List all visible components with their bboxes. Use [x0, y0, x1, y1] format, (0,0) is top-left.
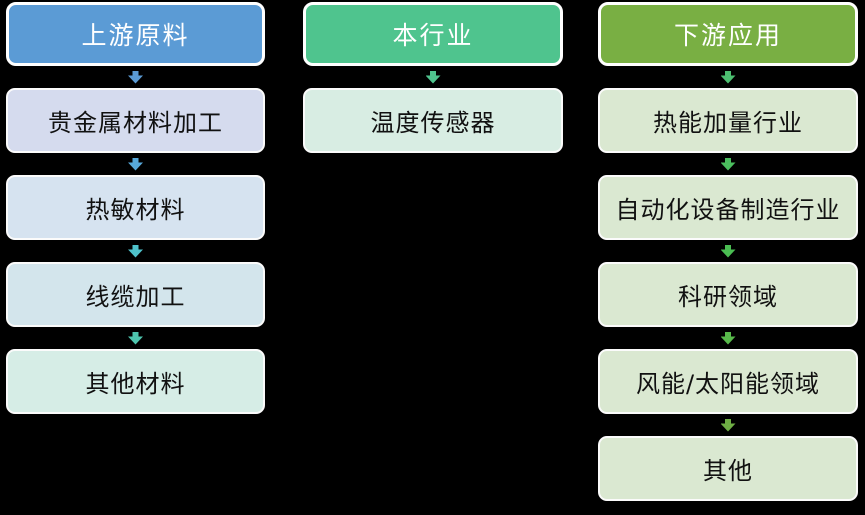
down-arrow-icon	[128, 70, 143, 84]
arrow-gap	[598, 240, 858, 262]
down-arrow-icon	[128, 244, 143, 258]
upstream-item-4-label: 其他材料	[85, 370, 186, 398]
column-industry: 本行业 温度传感器	[303, 2, 563, 153]
arrow-gap	[598, 66, 858, 88]
down-arrow-icon	[128, 157, 143, 171]
upstream-item-3-label: 线缆加工	[85, 283, 186, 311]
upstream-item-2-label: 热敏材料	[85, 196, 186, 224]
down-arrow-icon	[720, 157, 736, 171]
upstream-item-1-label: 贵金属材料加工	[48, 109, 223, 137]
upstream-item-4: 其他材料	[6, 349, 265, 414]
down-arrow-icon	[720, 331, 736, 345]
downstream-item-5: 其他	[598, 436, 858, 501]
upstream-item-2: 热敏材料	[6, 175, 265, 240]
downstream-item-1-label: 热能加量行业	[653, 109, 803, 137]
down-arrow-icon	[425, 70, 441, 84]
column-downstream: 下游应用 热能加量行业 自动化设备制造行业 科研领域 风能/太阳能领域	[598, 2, 858, 501]
down-arrow-icon	[128, 331, 143, 345]
down-arrow-icon	[720, 244, 736, 258]
arrow-gap	[598, 153, 858, 175]
arrow-gap	[598, 327, 858, 349]
down-arrow-icon	[720, 418, 736, 432]
downstream-item-2-label: 自动化设备制造行业	[615, 196, 841, 224]
downstream-item-2: 自动化设备制造行业	[598, 175, 858, 240]
downstream-header-label: 下游应用	[673, 21, 782, 50]
downstream-item-3: 科研领域	[598, 262, 858, 327]
downstream-item-1: 热能加量行业	[598, 88, 858, 153]
industry-header: 本行业	[303, 2, 563, 66]
downstream-item-3-label: 科研领域	[678, 283, 778, 311]
upstream-item-1: 贵金属材料加工	[6, 88, 265, 153]
upstream-header-label: 上游原料	[81, 21, 190, 50]
arrow-gap	[6, 240, 265, 262]
upstream-item-3: 线缆加工	[6, 262, 265, 327]
upstream-header: 上游原料	[6, 2, 265, 66]
industry-item-1: 温度传感器	[303, 88, 563, 153]
industry-header-label: 本行业	[392, 21, 474, 50]
arrow-gap	[6, 66, 265, 88]
downstream-item-5-label: 其他	[703, 457, 753, 485]
arrow-gap	[598, 414, 858, 436]
arrow-gap	[303, 66, 563, 88]
industry-item-1-label: 温度传感器	[370, 109, 496, 137]
downstream-item-4-label: 风能/太阳能领域	[635, 370, 821, 398]
arrow-gap	[6, 327, 265, 349]
downstream-item-4: 风能/太阳能领域	[598, 349, 858, 414]
column-upstream: 上游原料 贵金属材料加工 热敏材料 线缆加工 其他材料	[6, 2, 265, 414]
downstream-header: 下游应用	[598, 2, 858, 66]
down-arrow-icon	[720, 70, 736, 84]
arrow-gap	[6, 153, 265, 175]
